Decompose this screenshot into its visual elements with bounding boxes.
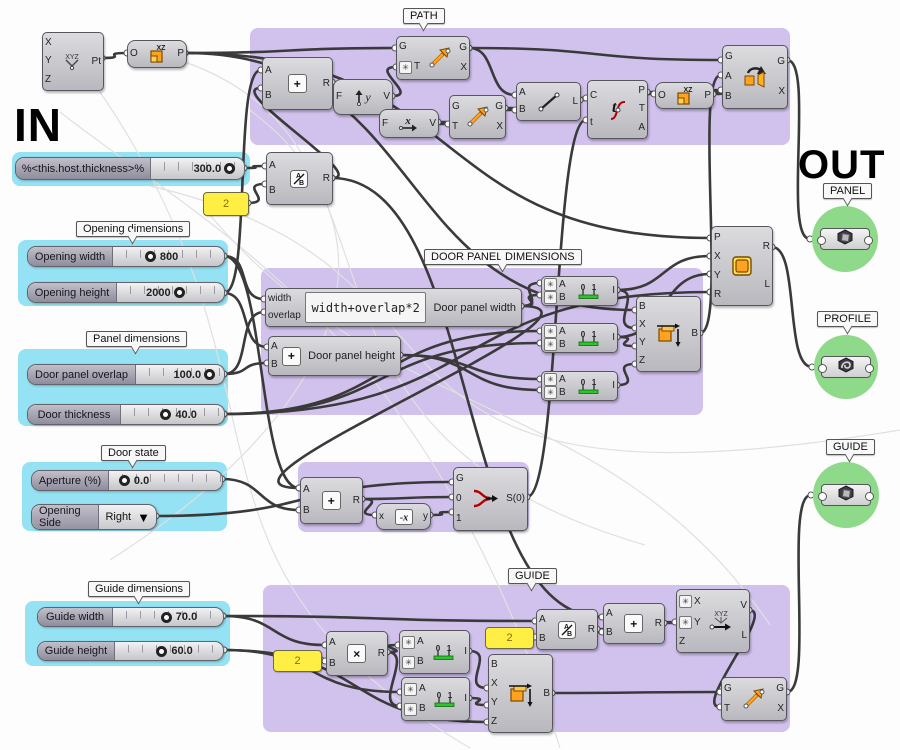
svg-text:A: A [564, 624, 569, 631]
port-r[interactable]: R [587, 623, 595, 635]
port-o[interactable]: O [130, 49, 138, 59]
opening-dimensions-tag: Opening dimensions [76, 221, 191, 237]
port-label: G [459, 42, 467, 53]
port-label: G [399, 41, 407, 53]
port-label: G [776, 683, 784, 694]
port-label: G [725, 51, 733, 62]
point-icon: XYZ [54, 33, 90, 90]
port-g[interactable]: G [777, 57, 785, 67]
svg-text:XYZ: XYZ [65, 54, 79, 61]
xz-plane-icon: XZ [140, 41, 176, 67]
port-x[interactable]: X [45, 38, 52, 48]
port-t[interactable]: T [724, 704, 732, 714]
port-b[interactable]: B [606, 626, 613, 638]
rotate-icon [735, 46, 775, 108]
port-label: G [777, 56, 785, 67]
panel-dimensions-tag: Panel dimensions [86, 331, 187, 347]
svg-text:B: B [567, 631, 572, 638]
svg-text:XZ: XZ [156, 45, 166, 52]
port-g[interactable]: G [399, 42, 420, 52]
guide-group-tag: GUIDE [508, 568, 557, 584]
output-ports: P [175, 41, 186, 67]
port-label: B [725, 91, 732, 102]
port-label: O [130, 48, 138, 59]
port-label: P [177, 48, 184, 59]
port-label: Z [679, 636, 686, 647]
port-z[interactable]: Z [679, 637, 701, 647]
guide-output-param[interactable] [813, 462, 879, 528]
guide-dimensions-tag: Guide dimensions [88, 581, 191, 597]
port-a[interactable]: A [725, 72, 733, 82]
panel-output-tag: PANEL [823, 183, 873, 199]
port-y[interactable]: Y [45, 56, 52, 66]
port-label: R [587, 623, 595, 635]
in-label: IN [14, 99, 62, 151]
port-label: Pt [91, 55, 101, 67]
input-ports: O [128, 41, 140, 67]
port-b[interactable]: B [725, 92, 733, 102]
door-panel-dimensions-tag: DOOR PANEL DIMENSIONS [424, 249, 582, 265]
output-ports: Pt [90, 33, 103, 90]
port-p[interactable]: P [177, 49, 184, 59]
profile-output-tag: PROFILE [817, 311, 879, 327]
port-label: A [725, 71, 732, 82]
output-ports: R [586, 610, 597, 649]
guide-output-param-pill[interactable] [818, 484, 874, 506]
port-label: Z [45, 73, 52, 85]
port-z[interactable]: Z [45, 73, 52, 85]
door-state-tag: Door state [101, 445, 166, 461]
xz-plane-1[interactable]: O XZ P [127, 40, 187, 68]
port-x[interactable]: X [777, 87, 785, 97]
port-label: X [45, 37, 52, 49]
port-label: Y [45, 55, 52, 67]
port-g[interactable]: G [725, 52, 733, 62]
port-g[interactable]: G [776, 684, 784, 694]
port-label: T [724, 703, 731, 714]
port-label: X [778, 86, 785, 97]
port-g[interactable]: G [459, 43, 467, 53]
path-group-tag: PATH [403, 8, 445, 24]
port-label: B [606, 626, 613, 638]
port-pt[interactable]: Pt [91, 55, 101, 67]
geometry-param-icon [833, 484, 859, 506]
port-x[interactable]: X [776, 704, 784, 714]
port-label: X [777, 703, 784, 714]
out-label: OUT [798, 143, 886, 187]
guide-output-tag: GUIDE [826, 439, 875, 455]
